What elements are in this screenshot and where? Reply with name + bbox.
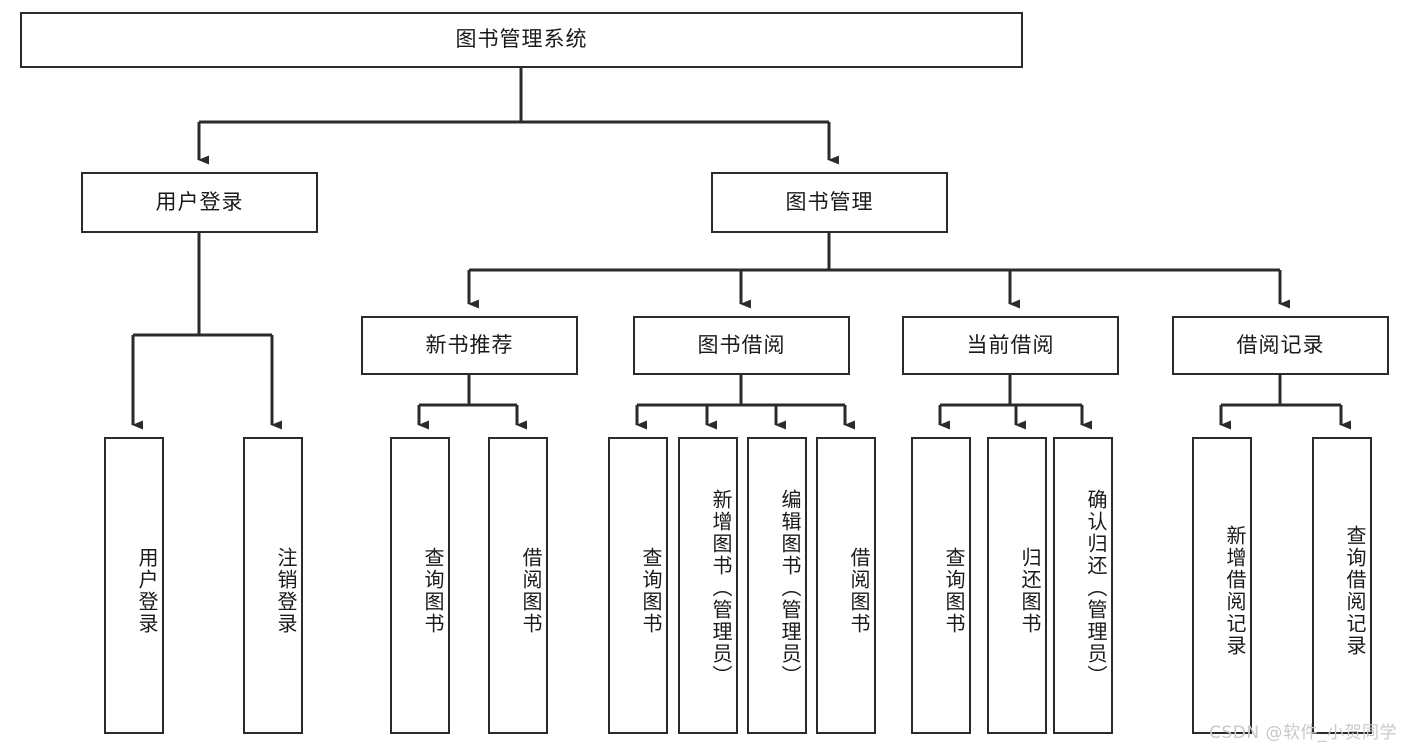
- leaf-node-leaf-borrow-book-1[interactable]: 借阅图书: [488, 437, 548, 734]
- watermark-text: CSDN @软件_小贺同学: [1209, 723, 1397, 743]
- node-label: 图书借阅: [697, 332, 786, 357]
- node-label: 确认归还（管理员）: [1084, 488, 1108, 687]
- leaf-node-leaf-confirm-return[interactable]: 确认归还（管理员）: [1053, 437, 1113, 734]
- leaf-node-leaf-add-book[interactable]: 新增图书（管理员）: [678, 437, 738, 734]
- node-label: 新增图书（管理员）: [709, 488, 733, 687]
- node-label: 新书推荐: [425, 332, 514, 357]
- node-label: 借阅图书: [519, 546, 543, 635]
- node-label: 查询图书: [421, 546, 445, 635]
- node-label: 当前借阅: [966, 332, 1055, 357]
- root-node-root[interactable]: 图书管理系统: [20, 12, 1023, 68]
- leaf-node-leaf-query-book-1[interactable]: 查询图书: [390, 437, 450, 734]
- leaf-node-leaf-user-logout[interactable]: 注销登录: [243, 437, 303, 734]
- node-label: 图书管理系统: [455, 27, 588, 52]
- level1-node-book-management[interactable]: 图书管理: [711, 172, 948, 233]
- leaf-node-leaf-add-record[interactable]: 新增借阅记录: [1192, 437, 1252, 734]
- level2-node-new-book-recommend[interactable]: 新书推荐: [361, 316, 578, 375]
- leaf-node-leaf-return-book[interactable]: 归还图书: [987, 437, 1047, 734]
- leaf-node-leaf-query-book-3[interactable]: 查询图书: [911, 437, 971, 734]
- node-label: 图书管理: [785, 189, 874, 214]
- level2-node-borrow-record[interactable]: 借阅记录: [1172, 316, 1389, 375]
- leaf-node-leaf-query-book-2[interactable]: 查询图书: [608, 437, 668, 734]
- node-label: 借阅图书: [847, 546, 871, 635]
- node-label: 归还图书: [1018, 546, 1042, 635]
- node-label: 查询借阅记录: [1343, 524, 1367, 657]
- leaf-node-leaf-user-login[interactable]: 用户登录: [104, 437, 164, 734]
- leaf-node-leaf-query-record[interactable]: 查询借阅记录: [1312, 437, 1372, 734]
- level2-node-book-borrow[interactable]: 图书借阅: [633, 316, 850, 375]
- level2-node-current-borrow[interactable]: 当前借阅: [902, 316, 1119, 375]
- leaf-node-leaf-edit-book[interactable]: 编辑图书（管理员）: [747, 437, 807, 734]
- level1-node-user-login[interactable]: 用户登录: [81, 172, 318, 233]
- node-label: 注销登录: [274, 546, 298, 635]
- node-label: 查询图书: [942, 546, 966, 635]
- leaf-node-leaf-borrow-book-2[interactable]: 借阅图书: [816, 437, 876, 734]
- node-label: 借阅记录: [1236, 332, 1325, 357]
- node-label: 用户登录: [135, 546, 159, 635]
- node-label: 用户登录: [155, 189, 244, 214]
- node-label: 新增借阅记录: [1223, 524, 1247, 657]
- node-label: 编辑图书（管理员）: [778, 488, 802, 687]
- node-label: 查询图书: [639, 546, 663, 635]
